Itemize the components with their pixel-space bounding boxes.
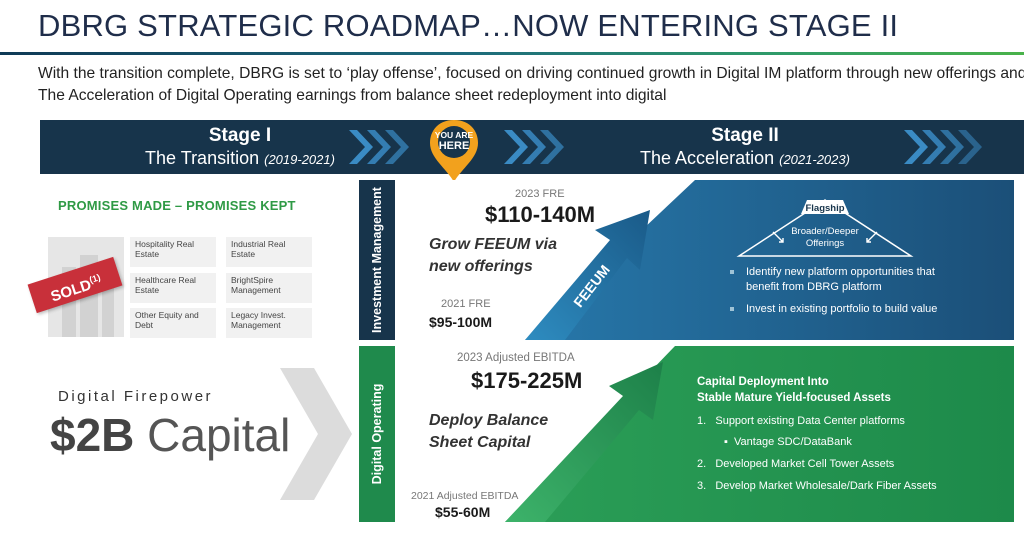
do-list-subitem: ▪ Vantage SDC/DataBank	[724, 436, 852, 448]
stage-two-label: The Acceleration	[640, 148, 775, 168]
sold-footnote: (1)	[88, 272, 102, 286]
investment-management-panel: 2023 FRE $110-140M Grow FEEUM via new of…	[395, 180, 1014, 340]
arrow-icon	[866, 231, 878, 243]
firepower-amount: $2B Capital	[50, 408, 290, 462]
im-action-line1: Grow FEEUM via	[429, 236, 558, 253]
do-item-text: Vantage SDC/DataBank	[734, 436, 852, 448]
im-top-label: 2023 FRE	[515, 188, 565, 200]
stage-bar: Stage I The Transition (2019-2021) Stage…	[40, 120, 1024, 174]
divested-card: Hospitality Real Estate	[130, 237, 216, 267]
stage-one-name: Stage I	[208, 125, 272, 146]
bullet-icon	[730, 307, 734, 311]
im-base-label: 2021 FRE	[441, 298, 491, 310]
divested-card: Legacy Invest. Management	[226, 308, 312, 338]
do-item-number: 1.	[697, 415, 707, 427]
flagship-pyramid	[736, 199, 914, 257]
im-base-value: $95-100M	[429, 314, 493, 330]
do-item-text: Developed Market Cell Tower Assets	[715, 458, 895, 470]
im-action: Grow FEEUM via new offerings	[429, 234, 557, 278]
do-action-line1: Deploy Balance	[429, 412, 549, 429]
do-item-text: Support existing Data Center platforms	[715, 415, 905, 427]
divested-card: Other Equity and Debt	[130, 308, 216, 338]
flagship-label: Flagship	[805, 203, 845, 214]
im-action-line2: new offerings	[429, 258, 533, 275]
firepower-word: Capital	[147, 409, 291, 461]
do-top-value: $175-225M	[471, 368, 583, 393]
pyramid-line1: Broader/Deeper	[791, 226, 859, 237]
do-action: Deploy Balance Sheet Capital	[429, 410, 548, 454]
stage-one-label: The Transition	[145, 148, 260, 168]
do-top-label: 2023 Adjusted EBITDA	[457, 352, 575, 364]
firepower-value: $2B	[50, 409, 135, 461]
im-top-value: $110-140M	[485, 202, 596, 227]
do-heading-line1: Capital Deployment Into	[697, 376, 829, 388]
you-are-here-label: YOU ARE HERE	[426, 130, 482, 153]
investment-management-label: Investment Management	[370, 187, 384, 333]
stage-one: Stage I The Transition (2019-2021)	[115, 125, 365, 171]
firepower-label: Digital Firepower	[58, 388, 214, 405]
page-subtitle: With the transition complete, DBRG is se…	[38, 65, 1024, 104]
stage-two-years: (2021-2023)	[779, 152, 850, 167]
stage-two-name: Stage II	[711, 125, 779, 146]
im-bullet: Invest in existing portfolio to build va…	[730, 302, 976, 317]
bullet-icon	[730, 270, 734, 274]
you-are-here-line2: HERE	[438, 140, 470, 152]
im-bullet: Identify new platform opportunities that…	[730, 265, 966, 295]
do-heading: Capital Deployment Into Stable Mature Yi…	[697, 374, 891, 406]
chevron-arrows-icon	[504, 130, 564, 164]
chevron-right-icon	[280, 368, 352, 500]
divested-card: BrightSpire Management	[226, 273, 312, 303]
do-item-number: 3.	[697, 480, 707, 492]
do-list-item: 1. Support existing Data Center platform…	[697, 415, 905, 427]
digital-operating-bar: Digital Operating	[359, 346, 395, 522]
divested-card: Healthcare Real Estate	[130, 273, 216, 303]
do-item-text: Develop Market Wholesale/Dark Fiber Asse…	[715, 480, 937, 492]
im-bullet-text: Invest in existing portfolio to build va…	[746, 303, 938, 315]
stage-one-years: (2019-2021)	[264, 152, 335, 167]
investment-management-bar: Investment Management	[359, 180, 395, 340]
stage-two: Stage II The Acceleration (2021-2023)	[605, 125, 885, 171]
title-rule	[0, 52, 1024, 55]
im-bullet-text: Identify new platform opportunities that…	[746, 266, 935, 293]
do-base-label: 2021 Adjusted EBITDA	[411, 490, 519, 502]
do-list-item: 2. Developed Market Cell Tower Assets	[697, 458, 894, 470]
arrow-icon	[772, 231, 784, 243]
page-title: DBRG STRATEGIC ROADMAP…NOW ENTERING STAG…	[38, 8, 899, 43]
do-panel-background	[395, 346, 1014, 522]
do-action-line2: Sheet Capital	[429, 434, 531, 451]
do-list-item: 3. Develop Market Wholesale/Dark Fiber A…	[697, 480, 937, 492]
do-heading-line2: Stable Mature Yield-focused Assets	[697, 392, 891, 404]
bullet-icon: ▪	[724, 436, 728, 448]
pyramid-line2: Offerings	[805, 238, 845, 249]
digital-operating-panel: 2023 Adjusted EBITDA $175-225M Deploy Ba…	[395, 346, 1014, 522]
you-are-here-line1: YOU ARE	[434, 130, 474, 140]
chevron-arrows-icon	[349, 130, 409, 164]
do-item-number: 2.	[697, 458, 707, 470]
digital-operating-label: Digital Operating	[370, 383, 384, 485]
divested-card: Industrial Real Estate	[226, 237, 312, 267]
chevron-arrows-icon	[904, 130, 982, 164]
promises-heading: PROMISES MADE – PROMISES KEPT	[58, 198, 296, 213]
pyramid-text: Broader/Deeper Offerings	[760, 226, 890, 250]
do-base-value: $55-60M	[435, 504, 491, 520]
im-panel-background	[395, 180, 1014, 340]
location-pin-icon	[430, 120, 478, 182]
